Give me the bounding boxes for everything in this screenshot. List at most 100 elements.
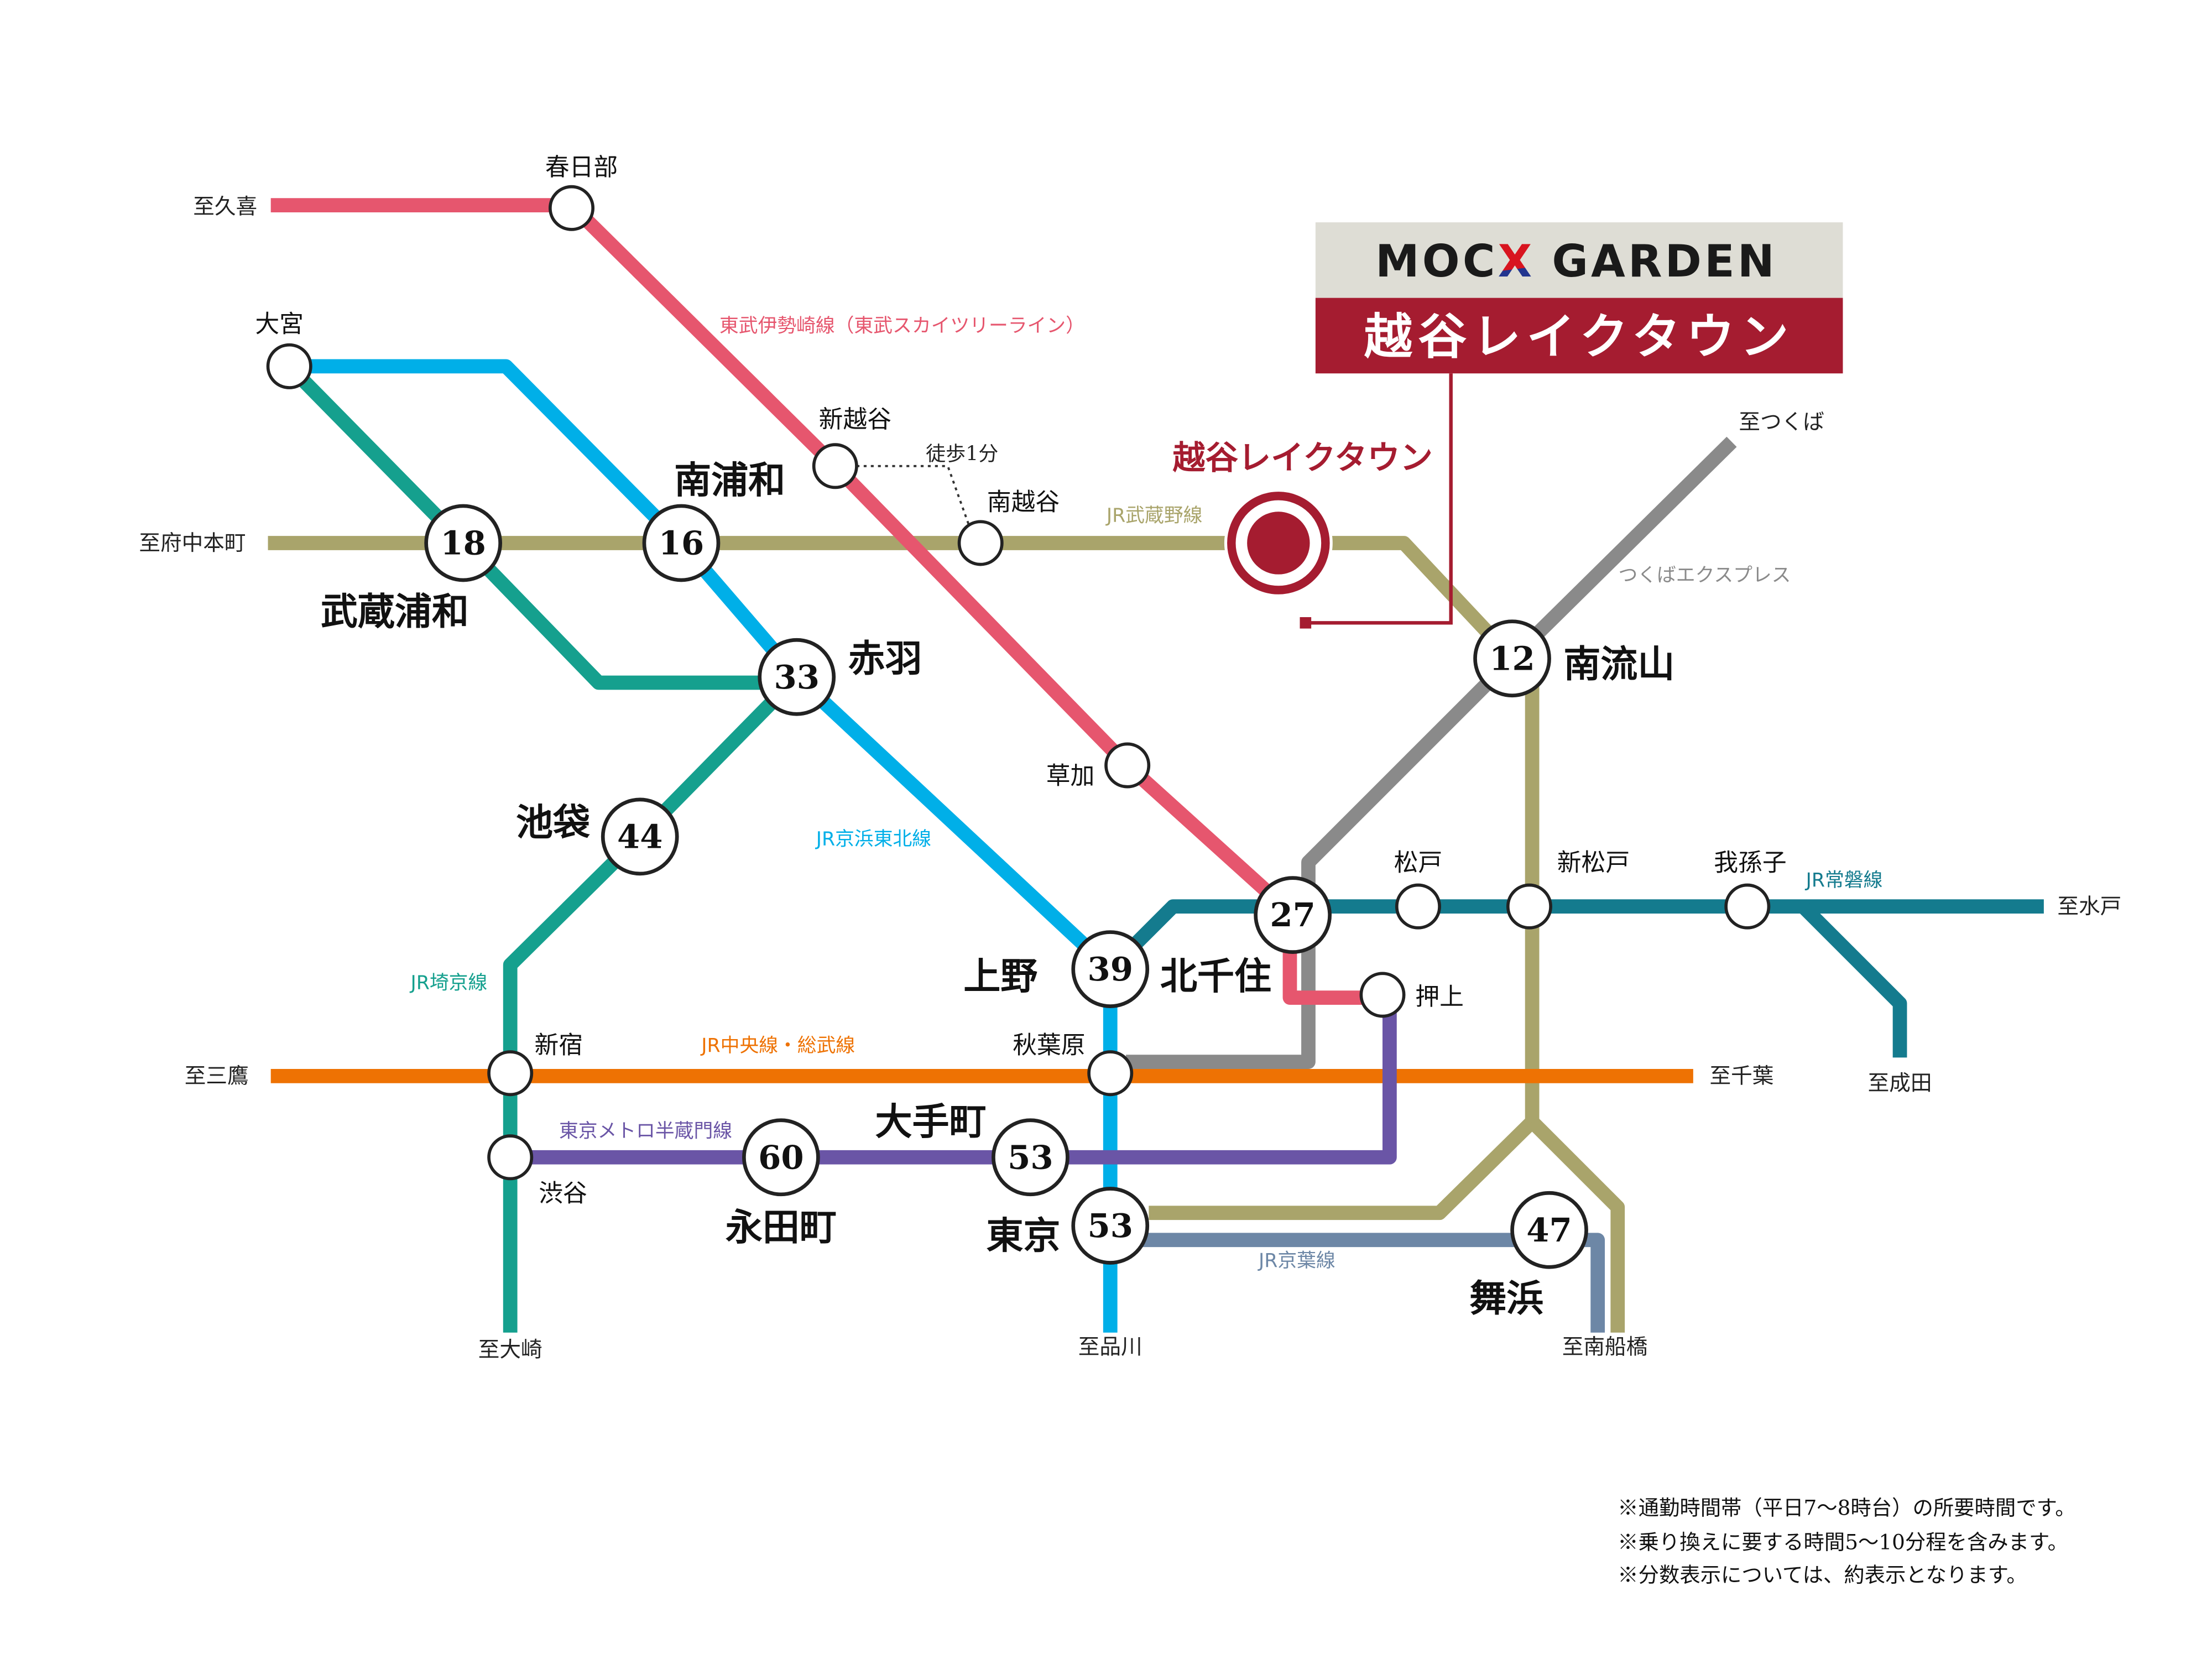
brand-logo-tail: GARDEN <box>1552 236 1777 287</box>
station-marker <box>957 520 1004 566</box>
line-label-tobu-isesaki: 東武伊勢崎線（東武スカイツリーライン） <box>719 315 1085 337</box>
home-marker-dot <box>1247 512 1310 575</box>
travel-time-minutes: 33 <box>774 658 819 696</box>
line-label-tsukuba-express: つくばエクスプレス <box>1618 565 1791 587</box>
station-label: 池袋 <box>516 800 590 844</box>
travel-time-badge <box>424 504 502 582</box>
line-joban-narita-branch <box>1798 901 1907 1058</box>
station-akihabara: 秋葉原 <box>1013 1031 1134 1097</box>
station-minami-nagareyama: 12 南流山 <box>1473 619 1674 698</box>
footnote: ※乗り換えに要する時間5～10分程を含みます。 <box>1618 1530 2068 1554</box>
station-ikebukuro: 44 池袋 <box>516 797 679 876</box>
travel-time-badge <box>1510 1191 1588 1269</box>
travel-time-minutes: 16 <box>659 524 704 562</box>
travel-time-minutes: 44 <box>617 817 662 856</box>
station-marker <box>266 343 312 389</box>
callout-leader-line <box>1308 373 1453 625</box>
brand-logo-lead: MOC <box>1375 236 1498 287</box>
footnotes: ※通勤時間帯（平日7～8時台）の所要時間です。 ※乗り換えに要する時間5～10分… <box>1618 1496 2075 1587</box>
terminus-osaki: 至大崎 <box>478 1338 542 1363</box>
station-abiko: 我孫子 <box>1714 849 1787 930</box>
station-label: 秋葉原 <box>1013 1031 1085 1060</box>
terminus-narita: 至成田 <box>1868 1071 1932 1096</box>
station-marker <box>812 443 858 489</box>
station-label: 永田町 <box>726 1205 837 1249</box>
travel-time-minutes: 39 <box>1087 950 1133 988</box>
station-label: 新越谷 <box>819 405 891 434</box>
station-label: 上野 <box>963 954 1037 998</box>
station-musashi-urawa: 18 武蔵浦和 <box>321 504 502 633</box>
station-oshiage: 押上 <box>1359 972 1464 1018</box>
station-nagatacho: 60 永田町 <box>726 1118 837 1249</box>
station-label: 渋谷 <box>539 1180 587 1208</box>
line-keihin-tohoku <box>289 359 1118 1333</box>
station-minami-koshigaya: 南越谷 <box>957 488 1060 566</box>
station-label: 南浦和 <box>674 458 785 502</box>
travel-time-badge <box>1071 930 1150 1008</box>
terminus-fuchu-hommachi: 至府中本町 <box>139 531 246 556</box>
terminus-chiba: 至千葉 <box>1710 1064 1774 1089</box>
travel-time-badge <box>601 797 679 876</box>
station-label: 南越谷 <box>987 488 1060 517</box>
station-label: 新松戸 <box>1557 849 1630 877</box>
terminus-mitaka: 至三鷹 <box>185 1064 249 1089</box>
walk-transfer-link <box>856 465 971 526</box>
station-label: 赤羽 <box>848 637 922 680</box>
terminus-kuki: 至久喜 <box>193 195 257 220</box>
station-tokyo: 53 東京 <box>987 1187 1150 1265</box>
travel-time-badge <box>758 638 836 716</box>
line-label-saikyo: JR埼京線 <box>409 972 487 994</box>
station-shin-koshigaya: 新越谷 <box>812 405 891 489</box>
travel-time-badge <box>1254 876 1332 954</box>
station-marker <box>487 1050 534 1097</box>
line-musashino <box>268 536 1625 1333</box>
travel-time-minutes: 47 <box>1526 1211 1572 1249</box>
station-akabane: 33 赤羽 <box>758 637 922 716</box>
travel-time-badge <box>1071 1187 1150 1265</box>
travel-time-minutes: 53 <box>1087 1206 1133 1245</box>
line-musashino-tokyo-branch <box>1149 1117 1537 1220</box>
brand-name-panel <box>1315 298 1843 374</box>
line-label-chuo-sobu: JR中央線・総武線 <box>700 1035 855 1057</box>
station-marker <box>1087 1050 1134 1097</box>
station-marker <box>1359 972 1406 1018</box>
terminus-tsukuba: 至つくば <box>1739 410 1824 435</box>
line-label-hanzomon: 東京メトロ半蔵門線 <box>559 1120 732 1142</box>
footnote: ※通勤時間帯（平日7～8時台）の所要時間です。 <box>1618 1496 2075 1520</box>
station-shibuya: 渋谷 <box>487 1134 587 1208</box>
line-label-keiyo: JR京葉線 <box>1258 1250 1335 1272</box>
terminus-mito: 至水戸 <box>2057 894 2121 919</box>
station-label: 武蔵浦和 <box>321 589 469 633</box>
station-kita-senju: 27 北千住 <box>1160 876 1332 998</box>
station-otemachi: 53 大手町 <box>875 1100 1070 1197</box>
home-station-marker <box>1224 489 1333 597</box>
line-label-joban: JR常磐線 <box>1805 869 1883 891</box>
station-maihama: 47 舞浜 <box>1469 1191 1588 1320</box>
station-shinjuku: 新宿 <box>487 1031 583 1097</box>
brand-callout: MOCX GARDEN 越谷レイクタウン <box>1300 222 1843 629</box>
station-label: 松戸 <box>1394 849 1443 877</box>
station-label: 舞浜 <box>1469 1276 1543 1320</box>
station-soka: 草加 <box>1046 742 1151 790</box>
station-marker <box>1724 883 1771 930</box>
brand-property-name: 越谷レイクタウン <box>1364 308 1794 365</box>
station-label: 押上 <box>1415 983 1464 1011</box>
station-label: 北千住 <box>1160 954 1271 998</box>
travel-time-minutes: 12 <box>1489 639 1535 677</box>
station-label: 草加 <box>1046 762 1095 790</box>
station-label: 新宿 <box>535 1031 583 1060</box>
travel-time-badge <box>992 1118 1070 1197</box>
brand-logo-mark: X <box>1498 236 1535 287</box>
line-musashino-funabashi-branch <box>1527 1117 1625 1333</box>
station-minami-urawa: 16 南浦和 <box>642 458 785 582</box>
line-keiyo <box>1110 1233 1605 1333</box>
terminus-minami-funabashi: 至南船橋 <box>1562 1334 1648 1359</box>
station-label: 春日部 <box>545 153 618 181</box>
travel-time-minutes: 18 <box>440 524 486 562</box>
line-label-keihin-tohoku: JR京浜東北線 <box>815 828 931 850</box>
station-kasukabe: 春日部 <box>545 153 618 231</box>
station-marker <box>1506 883 1552 930</box>
station-label: 東京 <box>987 1214 1061 1258</box>
station-shin-matsudo: 新松戸 <box>1506 849 1630 930</box>
